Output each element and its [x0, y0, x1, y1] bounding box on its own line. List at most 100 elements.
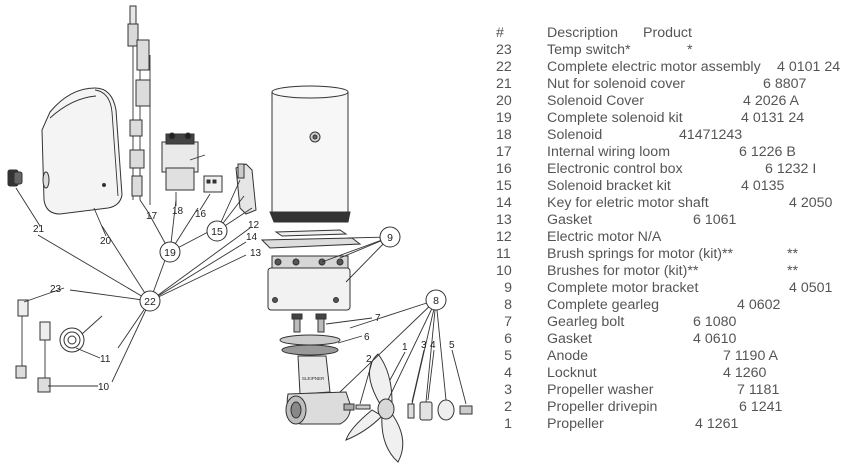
bubble-9: 9: [387, 232, 393, 244]
row-description: Key for eletric motor shaft: [547, 195, 709, 211]
row-description: Anode: [547, 348, 589, 364]
row-number: 12: [496, 229, 512, 245]
row-number: 21: [496, 76, 512, 92]
callout-6: 6: [364, 332, 370, 343]
row-extra: **: [787, 263, 799, 279]
callout-10: 10: [98, 382, 110, 393]
header-product: Product: [643, 25, 692, 41]
part-3-propeller-washer: [407, 403, 415, 419]
row-description: Complete solenoid kit: [547, 110, 683, 126]
row-product: 41471243: [679, 127, 743, 143]
row-extra: **: [787, 246, 799, 262]
callout-20: 20: [100, 236, 112, 247]
table-row: 16 Electronic control box 6 1232 I: [496, 161, 856, 178]
row-description: Propeller: [547, 416, 604, 432]
callout-18: 18: [172, 206, 184, 217]
gearleg-brand-text: SLEIPNER: [302, 376, 325, 381]
callout-bubbles: 22 19 15 9 8: [139, 220, 447, 312]
row-description: Complete electric motor assembly: [547, 59, 761, 75]
row-number: 5: [504, 348, 512, 364]
part-13-gasket: [260, 237, 362, 249]
callout-5: 5: [449, 340, 455, 351]
callout-21: 21: [33, 224, 45, 235]
row-description: Nut for solenoid cover: [547, 76, 686, 92]
table-row: 3 Propeller washer 7 1181: [496, 382, 856, 399]
row-description: Locknut: [547, 365, 597, 381]
row-product: 4 0101 24: [777, 59, 841, 75]
part-10-brushes: [37, 321, 51, 393]
table-header: # Description Product: [496, 25, 856, 42]
row-product: 4 0501: [789, 280, 833, 296]
row-number: 17: [496, 144, 512, 160]
row-description: Electronic control box: [547, 161, 683, 177]
part-20-solenoid-cover: [41, 87, 123, 215]
row-number: 3: [504, 382, 512, 398]
row-description: Internal wiring loom: [547, 144, 671, 160]
bubble-15: 15: [211, 226, 223, 238]
callout-13: 13: [250, 248, 262, 259]
part-7-gearleg-bolts: [291, 313, 327, 333]
header-description: Description: [547, 25, 618, 41]
row-product: 4 0131 24: [741, 110, 805, 126]
callout-17: 17: [146, 211, 158, 222]
row-description: Temp switch*: [547, 42, 631, 58]
row-number: 13: [496, 212, 512, 228]
callout-3: 3: [421, 340, 427, 351]
row-number: 2: [504, 399, 512, 415]
row-number: 9: [504, 280, 512, 296]
row-product: 6 1226 B: [739, 144, 796, 160]
row-number: 18: [496, 127, 512, 143]
row-description: Propeller washer: [547, 382, 654, 398]
row-product: 4 2026 A: [743, 93, 800, 109]
part-6-gasket: [279, 334, 341, 356]
header-num: #: [496, 25, 504, 41]
callout-11: 11: [100, 354, 111, 365]
table-row: 17 Internal wiring loom 6 1226 B: [496, 144, 856, 161]
row-product: 7 1181: [737, 382, 780, 398]
row-product: 6 8807: [763, 76, 807, 92]
row-number: 16: [496, 161, 512, 177]
row-product: 4 1260: [723, 365, 767, 381]
table-row: 22 Complete electric motor assembly 4 0101…: [496, 59, 856, 76]
bubble-22: 22: [144, 296, 156, 308]
callout-7: 7: [375, 313, 381, 324]
row-number: 14: [496, 195, 512, 211]
row-number: 8: [504, 297, 512, 313]
callout-14: 14: [246, 232, 258, 243]
callout-12: 12: [248, 220, 260, 231]
leader-lines: [15, 179, 467, 405]
bubble-19: 19: [164, 247, 176, 259]
part-21-nut: [7, 169, 23, 187]
exploded-parts-diagram: SLEIPNER: [7, 5, 473, 463]
callout-23: 23: [50, 284, 62, 295]
row-number: 22: [496, 59, 512, 75]
part-16-control-box: [203, 175, 223, 193]
row-product: 6 1232 I: [765, 161, 817, 177]
row-product: 4 1261: [695, 416, 739, 432]
part-15-bracket: [235, 163, 257, 215]
row-number: 20: [496, 93, 512, 109]
row-product: 6 1080: [693, 314, 737, 330]
row-description: Gearleg bolt: [547, 314, 625, 330]
part-2-drivepin: [355, 404, 371, 410]
part-8-gearleg: SLEIPNER: [285, 355, 355, 425]
part-14-shaft-key: [274, 229, 348, 237]
part-23-temp-switch: [15, 299, 29, 379]
part-5-anode: [437, 399, 473, 421]
part-1-propeller: [345, 353, 404, 463]
table-row: 21 Nut for solenoid cover 6 8807: [496, 76, 856, 93]
row-product: 6 1241: [739, 399, 783, 415]
row-product: *: [687, 42, 693, 58]
row-number: 1: [504, 416, 512, 432]
row-number: 4: [504, 365, 512, 381]
row-number: 7: [504, 314, 512, 330]
callout-2: 2: [366, 354, 372, 365]
row-number: 19: [496, 110, 512, 126]
